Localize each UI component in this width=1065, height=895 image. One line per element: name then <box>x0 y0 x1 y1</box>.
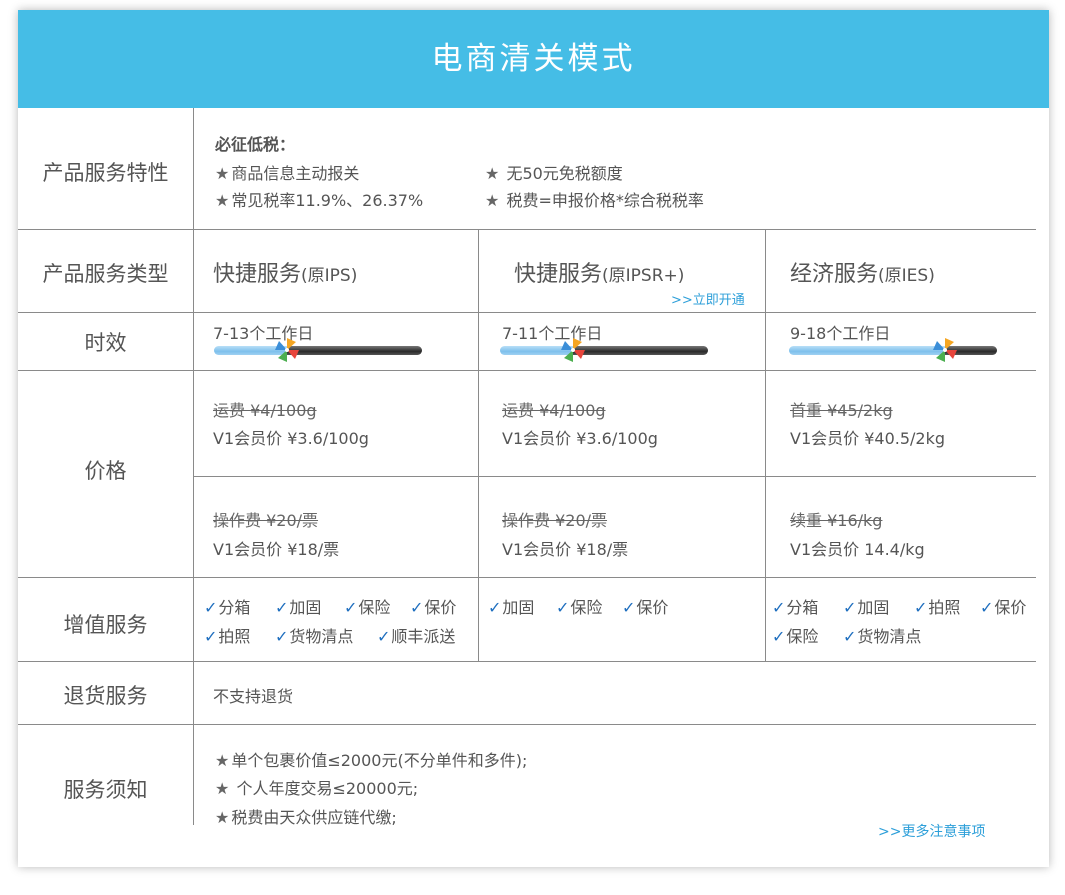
check-icon: ✓ <box>843 627 857 646</box>
price-member: V1会员价 ¥40.5/2kg <box>790 429 946 448</box>
value-added-item: ✓保险 <box>772 627 819 646</box>
service-type-economy-ies: 经济服务(原IES) <box>790 262 935 287</box>
value-added-item: ✓分箱 <box>204 598 251 617</box>
row-label-features: 产品服务特性 <box>42 161 169 185</box>
star-icon: ★ <box>215 779 230 798</box>
row-label-timeliness: 时效 <box>84 331 127 355</box>
check-icon: ✓ <box>204 627 218 646</box>
check-icon: ✓ <box>275 598 289 617</box>
check-icon: ✓ <box>772 627 786 646</box>
progress-fill <box>500 346 573 355</box>
row-label-notice: 服务须知 <box>63 778 148 802</box>
star-icon: ★ <box>215 808 230 827</box>
progress-track <box>572 346 708 355</box>
star-icon: ★ <box>485 164 500 183</box>
price-old: 运费 ¥4/100g <box>502 401 606 420</box>
price-member: V1会员价 14.4/kg <box>790 540 925 559</box>
divider <box>193 476 1036 477</box>
check-icon: ✓ <box>377 627 391 646</box>
price-member: V1会员价 ¥18/票 <box>213 540 340 559</box>
progress-fill <box>789 346 945 355</box>
check-icon: ✓ <box>980 598 994 617</box>
timeliness-text: 7-13个工作日 <box>213 324 314 343</box>
value-added-item: ✓分箱 <box>772 598 819 617</box>
divider <box>18 577 1036 578</box>
notice-item: ★税费由天众供应链代缴; <box>215 808 397 827</box>
divider <box>18 229 1036 230</box>
returns-text: 不支持退货 <box>213 687 294 706</box>
check-icon: ✓ <box>914 598 928 617</box>
check-icon: ✓ <box>843 598 857 617</box>
feature-item: ★ 无50元免税额度 <box>485 164 623 183</box>
value-added-item: ✓加固 <box>843 598 890 617</box>
service-type-fast-ips: 快捷服务(原IPS) <box>213 262 358 287</box>
check-icon: ✓ <box>556 598 570 617</box>
star-icon: ★ <box>215 191 230 210</box>
star-icon: ★ <box>215 164 230 183</box>
more-notes-link[interactable]: >>更多注意事项 <box>878 824 986 840</box>
price-old: 续重 ¥16/kg <box>790 511 883 530</box>
row-label-returns: 退货服务 <box>63 684 148 708</box>
check-icon: ✓ <box>772 598 786 617</box>
value-added-item: ✓货物清点 <box>275 627 354 646</box>
row-label-types: 产品服务类型 <box>42 262 169 286</box>
row-label-price: 价格 <box>84 459 127 483</box>
check-icon: ✓ <box>275 627 289 646</box>
feature-item: ★常见税率11.9%、26.37% <box>215 191 424 210</box>
pinwheel-icon <box>274 338 299 362</box>
progress-fill <box>214 346 287 355</box>
price-member: V1会员价 ¥3.6/100g <box>502 429 658 448</box>
price-member: V1会员价 ¥3.6/100g <box>213 429 369 448</box>
value-added-item: ✓加固 <box>275 598 322 617</box>
check-icon: ✓ <box>344 598 358 617</box>
price-member: V1会员价 ¥18/票 <box>502 540 629 559</box>
price-old: 操作费 ¥20/票 <box>502 511 608 530</box>
notice-item: ★ 个人年度交易≤20000元; <box>215 779 419 798</box>
value-added-item: ✓货物清点 <box>843 627 922 646</box>
timeliness-progress-bar <box>500 346 708 355</box>
progress-track <box>945 346 997 355</box>
divider <box>18 724 1036 725</box>
value-added-item: ✓保价 <box>622 598 669 617</box>
timeliness-progress-bar <box>789 346 997 355</box>
divider <box>193 108 194 825</box>
value-added-item: ✓保价 <box>980 598 1027 617</box>
row-label-value-added: 增值服务 <box>63 613 148 637</box>
timeliness-text: 9-18个工作日 <box>790 324 891 343</box>
value-added-item: ✓保价 <box>410 598 457 617</box>
check-icon: ✓ <box>410 598 424 617</box>
check-icon: ✓ <box>488 598 502 617</box>
check-icon: ✓ <box>622 598 636 617</box>
divider <box>18 370 1036 371</box>
feature-item: ★商品信息主动报关 <box>215 164 360 183</box>
value-added-item: ✓加固 <box>488 598 535 617</box>
divider <box>765 229 766 661</box>
page-title: 电商清关模式 <box>18 10 1049 108</box>
value-added-item: ✓顺丰派送 <box>377 627 456 646</box>
divider <box>18 312 1036 313</box>
progress-track <box>286 346 422 355</box>
price-old: 操作费 ¥20/票 <box>213 511 319 530</box>
notice-item: ★单个包裹价值≤2000元(不分单件和多件); <box>215 751 528 770</box>
price-old: 首重 ¥45/2kg <box>790 401 893 420</box>
divider <box>18 661 1036 662</box>
customs-mode-card: 电商清关模式 产品服务特性 产品服务类型 时效 价格 增值服务 退货服务 服务须… <box>18 10 1049 867</box>
timeliness-text: 7-11个工作日 <box>502 324 603 343</box>
feature-item: ★ 税费=申报价格*综合税税率 <box>485 191 704 210</box>
value-added-item: ✓拍照 <box>914 598 961 617</box>
pinwheel-icon <box>560 338 585 362</box>
timeliness-progress-bar <box>214 346 422 355</box>
activate-now-link[interactable]: >>立即开通 <box>671 293 745 308</box>
star-icon: ★ <box>215 751 230 770</box>
value-added-item: ✓保险 <box>556 598 603 617</box>
check-icon: ✓ <box>204 598 218 617</box>
pinwheel-icon <box>933 338 957 362</box>
value-added-item: ✓保险 <box>344 598 391 617</box>
value-added-item: ✓拍照 <box>204 627 251 646</box>
star-icon: ★ <box>485 191 500 210</box>
service-type-fast-ipsr: 快捷服务(原IPSR+) <box>514 262 685 287</box>
divider <box>478 229 479 661</box>
price-old: 运费 ¥4/100g <box>213 401 317 420</box>
features-heading: 必征低税： <box>215 135 296 154</box>
